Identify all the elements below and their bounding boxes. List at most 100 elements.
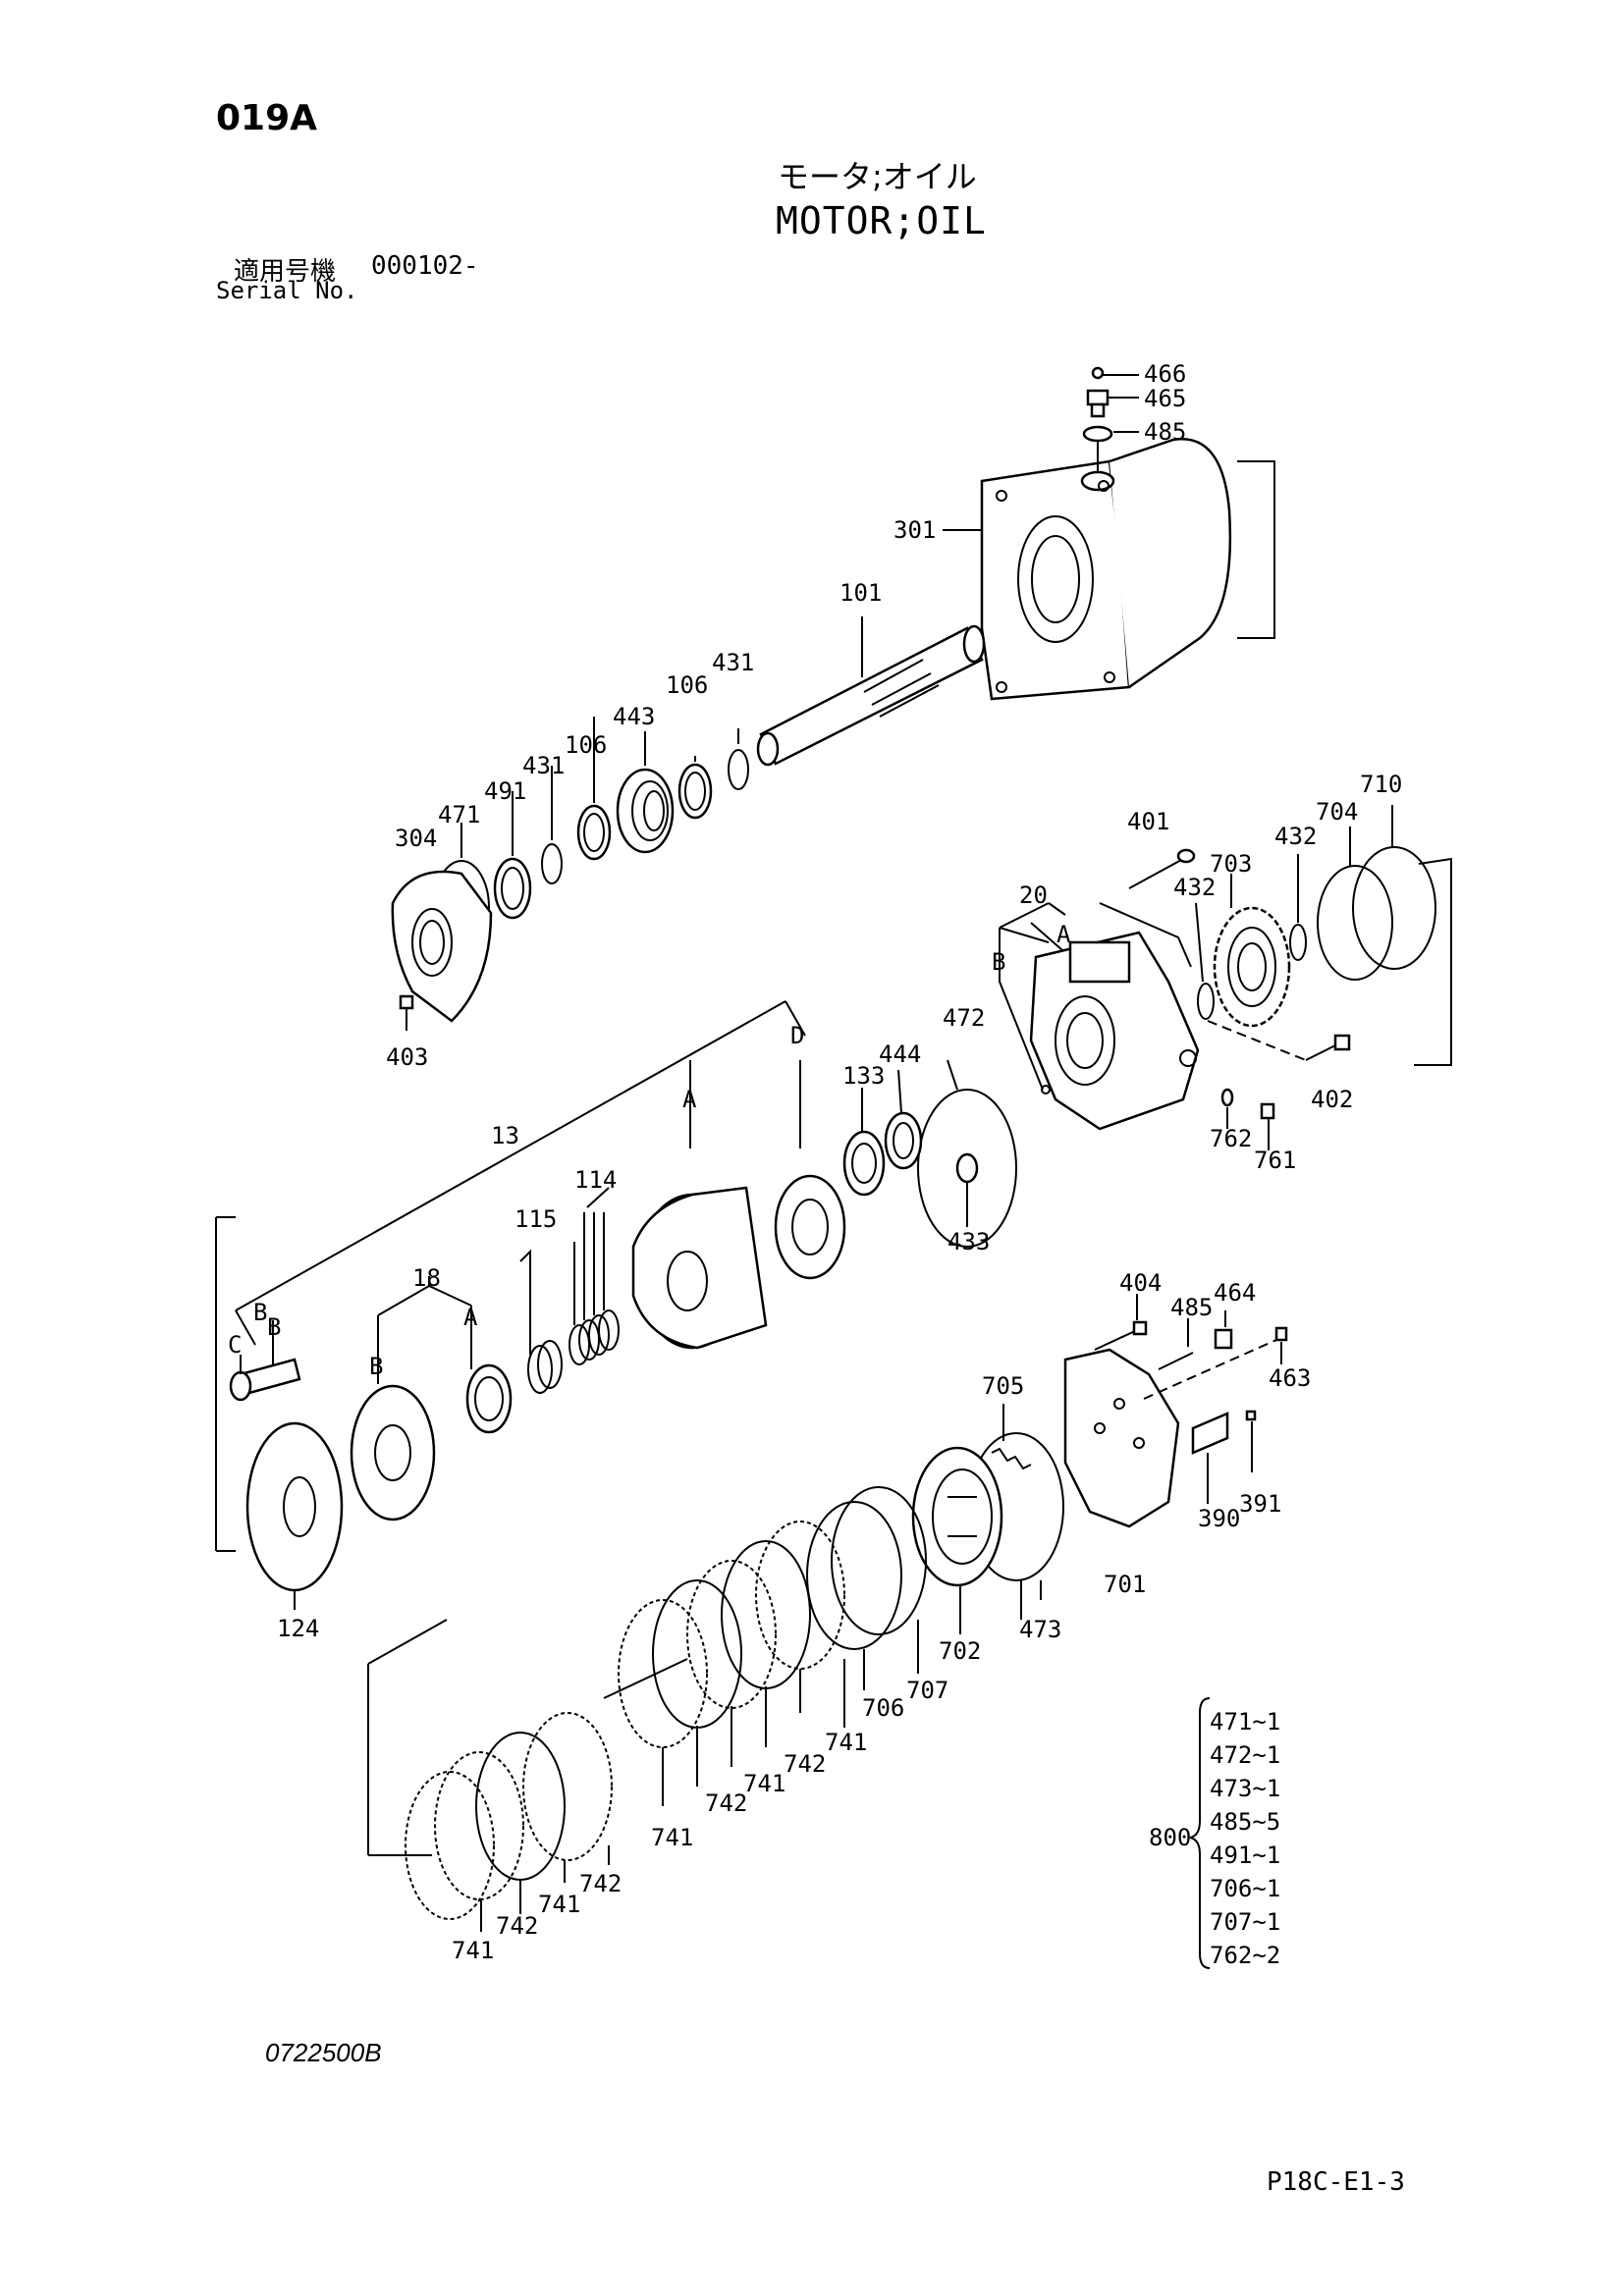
callout-466: 466 [1144, 360, 1186, 388]
ring-704 [1317, 865, 1393, 981]
callout-106: 106 [666, 671, 708, 699]
callout-20: 20 [1019, 881, 1048, 909]
callout-702: 702 [939, 1637, 981, 1665]
callout-742c: 742 [579, 1870, 622, 1897]
bolt-401 [1128, 848, 1196, 889]
callout-115: 115 [514, 1205, 557, 1233]
retainer-plate-b [350, 1384, 436, 1522]
callout-707: 707 [906, 1677, 948, 1704]
spacer-106 [677, 763, 713, 820]
plug-762 [1220, 1088, 1234, 1107]
bolt-404 [1094, 1320, 1148, 1351]
kit-800-item: 762~2 [1210, 1942, 1281, 1969]
cylinder-block-a [631, 1186, 768, 1350]
kit-800-item: 473~1 [1210, 1775, 1281, 1802]
callout-304: 304 [395, 825, 437, 852]
callout-741e: 741 [452, 1937, 494, 1964]
callout-390: 390 [1198, 1505, 1240, 1532]
o-ring-707 [831, 1486, 927, 1635]
ring-710 [1352, 846, 1436, 970]
bolt-403 [399, 994, 414, 1031]
callout-401: 401 [1127, 808, 1169, 835]
letter-a-valve: A [1056, 921, 1071, 948]
letter-c: C [228, 1331, 242, 1359]
callout-301: 301 [893, 516, 936, 544]
swash-plate-124 [245, 1421, 344, 1592]
kit-800-item: 471~1 [1210, 1708, 1281, 1735]
callout-705: 705 [982, 1372, 1024, 1400]
retaining-ring-431 [728, 749, 749, 790]
kit-800-item: 491~1 [1210, 1842, 1281, 1869]
callout-741c: 741 [651, 1824, 693, 1851]
spacer-106b [576, 804, 612, 861]
callout-473: 473 [1019, 1616, 1061, 1643]
shaft-101 [756, 624, 986, 767]
callout-13: 13 [491, 1122, 519, 1149]
callout-485: 485 [1144, 418, 1186, 446]
o-ring-706 [806, 1501, 902, 1650]
callout-114: 114 [574, 1166, 617, 1194]
callout-472: 472 [943, 1004, 985, 1032]
callout-124: 124 [277, 1615, 319, 1642]
callout-491: 491 [484, 777, 526, 805]
title-english: MOTOR;OIL [776, 199, 987, 242]
o-ring-472 [917, 1089, 1017, 1248]
valve-body-20 [1029, 931, 1200, 1131]
callout-443: 443 [613, 703, 655, 730]
callout-706: 706 [862, 1694, 904, 1722]
letter-b-18: B [369, 1353, 383, 1380]
ring-433 [955, 1152, 979, 1184]
callout-465: 465 [1144, 385, 1186, 412]
plug-761 [1260, 1102, 1275, 1120]
callout-742b: 742 [705, 1789, 747, 1817]
serial-label-english: Serial No. [216, 277, 358, 304]
callout-403: 403 [386, 1043, 428, 1071]
callout-762: 762 [1210, 1125, 1252, 1152]
page-reference: P18C-E1-3 [1267, 2167, 1405, 2197]
callout-433: 433 [947, 1228, 990, 1255]
plate-390 [1191, 1412, 1229, 1455]
callout-431: 431 [712, 649, 754, 676]
housing-301 [980, 366, 1232, 701]
retaining-ring-431b [541, 843, 563, 884]
ring-115 [527, 1340, 563, 1394]
callout-471: 471 [438, 801, 480, 828]
title-japanese: モータ;オイル [778, 158, 977, 195]
pin-463 [1274, 1326, 1288, 1342]
plate-d [774, 1174, 846, 1280]
callout-742d: 742 [496, 1912, 538, 1940]
serial-label-japanese: 適用号機 [234, 257, 337, 287]
brake-piston-702 [911, 1446, 1003, 1587]
callout-101: 101 [839, 579, 882, 607]
callout-432: 432 [1274, 823, 1317, 850]
springs-114 [568, 1309, 620, 1365]
callout-404: 404 [1119, 1269, 1162, 1297]
callout-741b: 741 [743, 1770, 785, 1797]
callout-485b: 485 [1170, 1294, 1213, 1321]
callout-800: 800 [1149, 1824, 1191, 1851]
callout-741: 741 [825, 1729, 867, 1756]
letter-a-block: A [682, 1086, 697, 1113]
washer-133 [842, 1130, 886, 1197]
bearing-443 [616, 768, 675, 854]
letter-b-13: B [267, 1313, 281, 1341]
bearing-444 [884, 1111, 923, 1170]
ball-guide-18 [465, 1363, 513, 1434]
bolt-402 [1305, 1034, 1351, 1061]
callout-444: 444 [879, 1041, 921, 1068]
letter-d: D [790, 1022, 804, 1049]
pin-391 [1245, 1410, 1257, 1421]
friction-plates-741-742 [405, 1521, 845, 1920]
callout-741d: 741 [538, 1891, 580, 1918]
pin-485 [1158, 1352, 1194, 1370]
callout-106b: 106 [565, 731, 607, 759]
callout-742: 742 [784, 1750, 826, 1778]
letter-b-valve: B [992, 948, 1005, 976]
callout-133: 133 [842, 1062, 885, 1090]
letter-b-124: B [253, 1299, 267, 1326]
callout-761: 761 [1254, 1147, 1296, 1174]
cover-304 [391, 870, 493, 1023]
callout-18: 18 [412, 1264, 441, 1292]
kit-800-item: 706~1 [1210, 1875, 1281, 1902]
